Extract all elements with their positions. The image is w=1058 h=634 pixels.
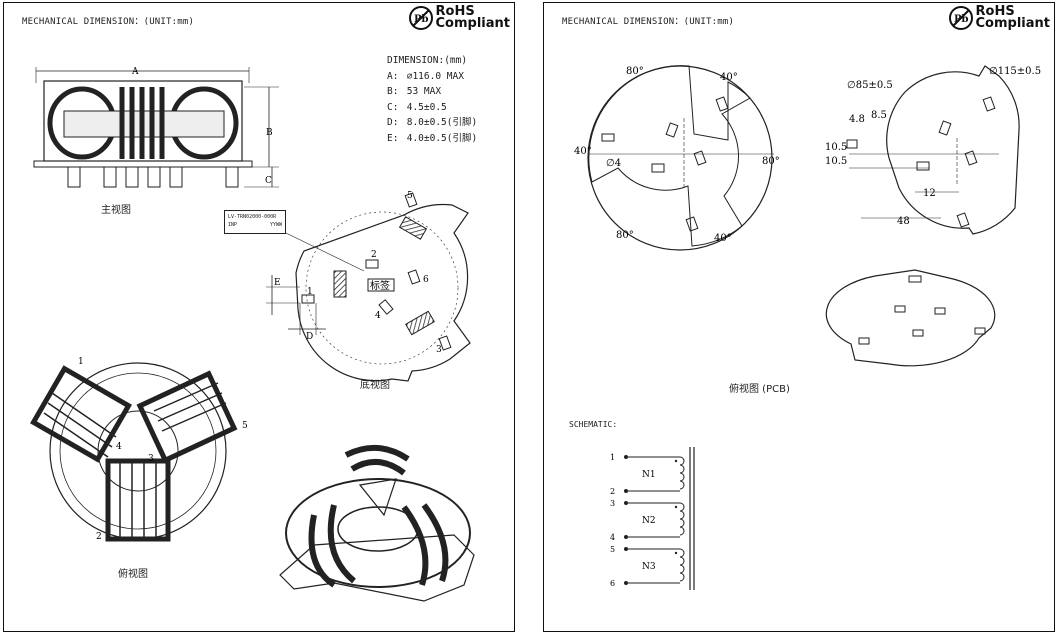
- dim-x48: 48: [897, 216, 910, 227]
- pin-label: 2: [371, 250, 377, 260]
- dim-inner-diameter: ∅85±0.5: [847, 80, 893, 91]
- dimension-row: D: 8.0±0.5(引脚): [387, 115, 477, 131]
- pin-label: 4: [116, 442, 122, 452]
- dim-value: 4.0±0.5(引脚): [406, 132, 478, 144]
- front-view-caption: 主视图: [101, 205, 131, 216]
- left-drawing-sheet: MECHANICAL DIMENSION：(UNIT:mm) Pb RoHS C…: [3, 2, 515, 632]
- rohs-pb-icon: Pb: [948, 6, 973, 30]
- top-view-caption: 俯视图: [118, 569, 148, 580]
- dimension-row: A: ∅116.0 MAX: [387, 69, 477, 85]
- dim-c-label: C: [265, 176, 272, 186]
- dim-key: C:: [387, 101, 399, 113]
- dimension-row: E: 4.0±0.5(引脚): [387, 131, 477, 147]
- angle-label: 80°: [762, 156, 780, 167]
- dim-a-label: A: [131, 67, 139, 77]
- rohs-badge: Pb RoHS Compliant: [408, 5, 510, 31]
- pin-label: 3: [610, 499, 615, 508]
- rohs-badge: Pb RoHS Compliant: [948, 5, 1050, 31]
- dim-key: A:: [387, 70, 399, 82]
- dim-w1: 4.8: [849, 114, 865, 125]
- bottom-view-caption: 底视图: [360, 380, 390, 391]
- angle-label: 40°: [714, 233, 732, 244]
- rohs-line1: RoHS: [435, 4, 475, 19]
- pin-label: 2: [96, 532, 102, 542]
- winding-label: N2: [642, 516, 656, 526]
- pin-label: 5: [610, 545, 615, 554]
- front-view-drawing: A B C: [33, 67, 279, 188]
- pin-label: 1: [610, 453, 615, 462]
- sheet-header: MECHANICAL DIMENSION：(UNIT:mm): [22, 17, 195, 27]
- label-line2: INP: [228, 222, 238, 228]
- angle-label: 40°: [574, 146, 592, 157]
- winding-label: N1: [642, 470, 656, 480]
- schematic-title: SCHEMATIC:: [569, 420, 618, 429]
- bottom-view-drawing: 标签 2 1 3 4 5 6 E D: [266, 191, 471, 382]
- dim-key: E:: [387, 132, 399, 144]
- pin-label: 1: [307, 287, 313, 297]
- pin-label: 2: [610, 487, 615, 496]
- tag-label: 标签: [370, 279, 390, 292]
- rohs-pb-icon: Pb: [408, 6, 433, 30]
- schematic-drawing: 1 2 3 4 5 6 N1 N2 N3: [610, 447, 695, 590]
- angle-label: 80°: [616, 230, 634, 241]
- dim-w2: 8.5: [871, 110, 887, 121]
- label-line3: YYWW: [269, 222, 282, 228]
- svg-text:Pb: Pb: [414, 14, 429, 25]
- winding-label: N3: [642, 562, 656, 572]
- pcb-dimension-drawing: ∅85±0.5 ∅115±0.5 4.8 8.5 10.5 10.5 12 48: [825, 65, 1041, 235]
- dim-value: 53 MAX: [406, 86, 442, 97]
- label-line1: LV-TRN02000-000R: [228, 214, 277, 220]
- pcb-isometric-drawing: [825, 269, 996, 367]
- dim-key: D:: [387, 117, 399, 128]
- pin-label: 3: [436, 345, 442, 355]
- angle-label: 80°: [626, 66, 644, 77]
- pin-label: 4: [610, 533, 615, 542]
- dim-h1: 10.5: [825, 142, 847, 153]
- dimension-table: DIMENSION:(mm) A: ∅116.0 MAX B: 53 MAX C…: [387, 53, 477, 146]
- pin-label: 5: [242, 421, 248, 431]
- dimension-row: B: 53 MAX: [387, 84, 477, 100]
- pin-label: 1: [78, 357, 84, 367]
- dim-value: 8.0±0.5(引脚): [406, 117, 478, 128]
- dim-d-label: D: [306, 332, 313, 342]
- hole-label: ∅4: [606, 158, 621, 169]
- svg-text:Pb: Pb: [954, 14, 969, 25]
- label-box: LV-TRN02000-000R INP YYWW: [224, 210, 286, 234]
- dim-b-label: B: [266, 128, 273, 138]
- dim-outer-diameter: ∅115±0.5: [989, 66, 1041, 77]
- pin-label: 3: [148, 454, 154, 464]
- rohs-line2: Compliant: [435, 16, 510, 31]
- dim-h2: 10.5: [825, 156, 847, 167]
- right-drawing-sheet: MECHANICAL DIMENSION：(UNIT:mm) Pb RoHS C…: [543, 2, 1055, 632]
- dim-value: ∅116.0 MAX: [406, 70, 464, 82]
- dim-key: B:: [387, 86, 399, 97]
- pin-label: 6: [423, 275, 429, 285]
- sheet-header: MECHANICAL DIMENSION：(UNIT:mm): [562, 17, 735, 27]
- pin-label: 5: [407, 191, 413, 201]
- dimension-row: C: 4.5±0.5: [387, 100, 477, 116]
- angle-view-drawing: 80° 40° 40° 80° 80° 40° ∅4: [574, 65, 780, 251]
- pin-label: 6: [610, 579, 615, 588]
- rohs-line2: Compliant: [975, 16, 1050, 31]
- top-view-drawing: 1 5 2 3 4: [30, 357, 248, 542]
- isometric-view-drawing: [279, 444, 475, 602]
- dim-e-label: E: [274, 278, 281, 288]
- dimension-title: DIMENSION:(mm): [387, 55, 468, 66]
- angle-label: 40°: [720, 72, 738, 83]
- dim-x12: 12: [923, 188, 936, 199]
- pin-label: 4: [375, 311, 381, 321]
- dim-value: 4.5±0.5: [406, 101, 447, 113]
- rohs-line1: RoHS: [975, 4, 1015, 19]
- pcb-caption: 俯视图 (PCB): [729, 384, 790, 395]
